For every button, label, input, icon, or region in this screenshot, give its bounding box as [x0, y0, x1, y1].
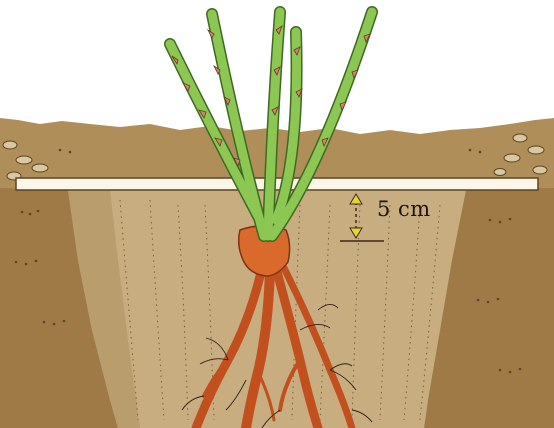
depth-label: 5 cm — [377, 199, 431, 220]
ground-level-board — [16, 178, 538, 190]
